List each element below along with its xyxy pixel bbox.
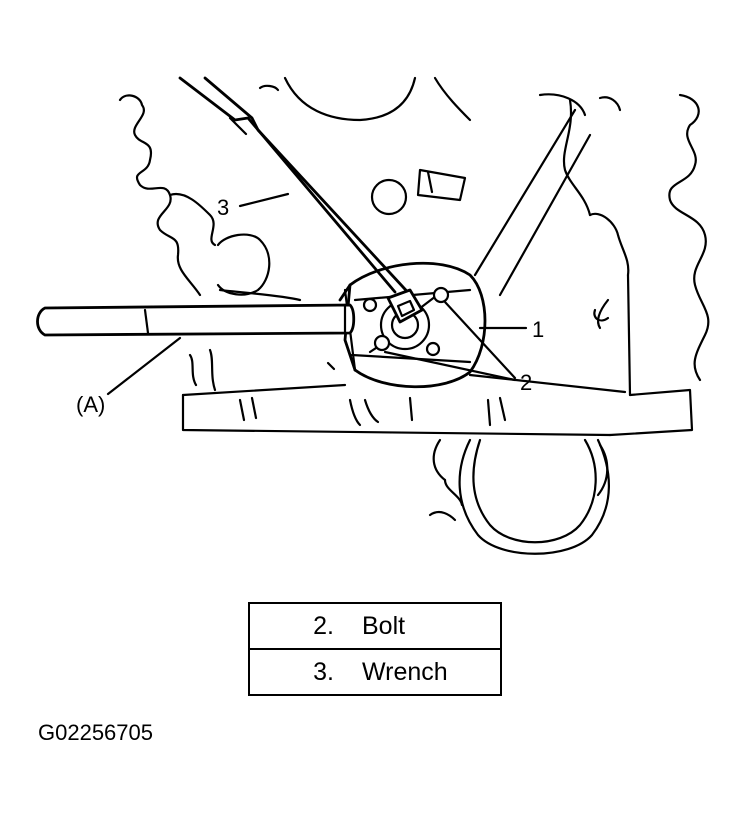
callout-label-a: (A) [76,392,105,417]
legend-row: 2. Bolt [250,604,500,648]
engine-block [118,76,710,437]
legend-text: Wrench [362,657,448,686]
engine-pulley-illustration: 3 1 2 (A) [36,76,710,555]
bolt [368,286,450,354]
legend-table: 2. Bolt 3. Wrench [248,602,502,696]
crank-pulley [428,438,610,555]
figure-id: G02256705 [38,720,153,745]
wrench [178,76,424,324]
callout-label-2: 2 [520,370,532,395]
legend-text: Bolt [362,611,406,640]
callout-label-1: 1 [532,317,544,342]
leader-lines [106,192,528,396]
callout-label-3: 3 [217,195,229,220]
legend-row: 3. Wrench [250,648,500,694]
legend-number: 2. [313,611,334,640]
legend-number: 3. [313,657,334,686]
special-tool-a [36,303,356,337]
